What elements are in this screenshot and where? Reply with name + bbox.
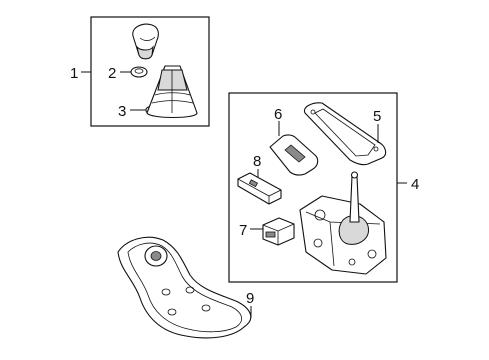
heat-shield-part-9 [117, 236, 252, 339]
callout-8: 8 [253, 153, 261, 170]
assembly-box-4 [228, 92, 398, 283]
callout-1: 1 [70, 65, 78, 82]
bezel-plate-part-5 [303, 102, 387, 166]
bracket-part-8 [237, 172, 282, 205]
callout-6: 6 [274, 106, 282, 123]
shift-boot [146, 65, 198, 119]
callout-2: 2 [108, 65, 116, 82]
callout-3: 3 [118, 103, 126, 120]
callout-5: 5 [373, 108, 381, 125]
shift-knob [132, 23, 159, 60]
callout-7: 7 [239, 222, 247, 239]
indicator-cover-part-6 [269, 134, 319, 176]
callout-4: 4 [411, 176, 419, 193]
switch-module-part-7 [262, 217, 295, 246]
clip-ring-part-2 [130, 66, 148, 78]
shifter-mechanism [299, 171, 387, 275]
callout-9: 9 [246, 290, 254, 307]
